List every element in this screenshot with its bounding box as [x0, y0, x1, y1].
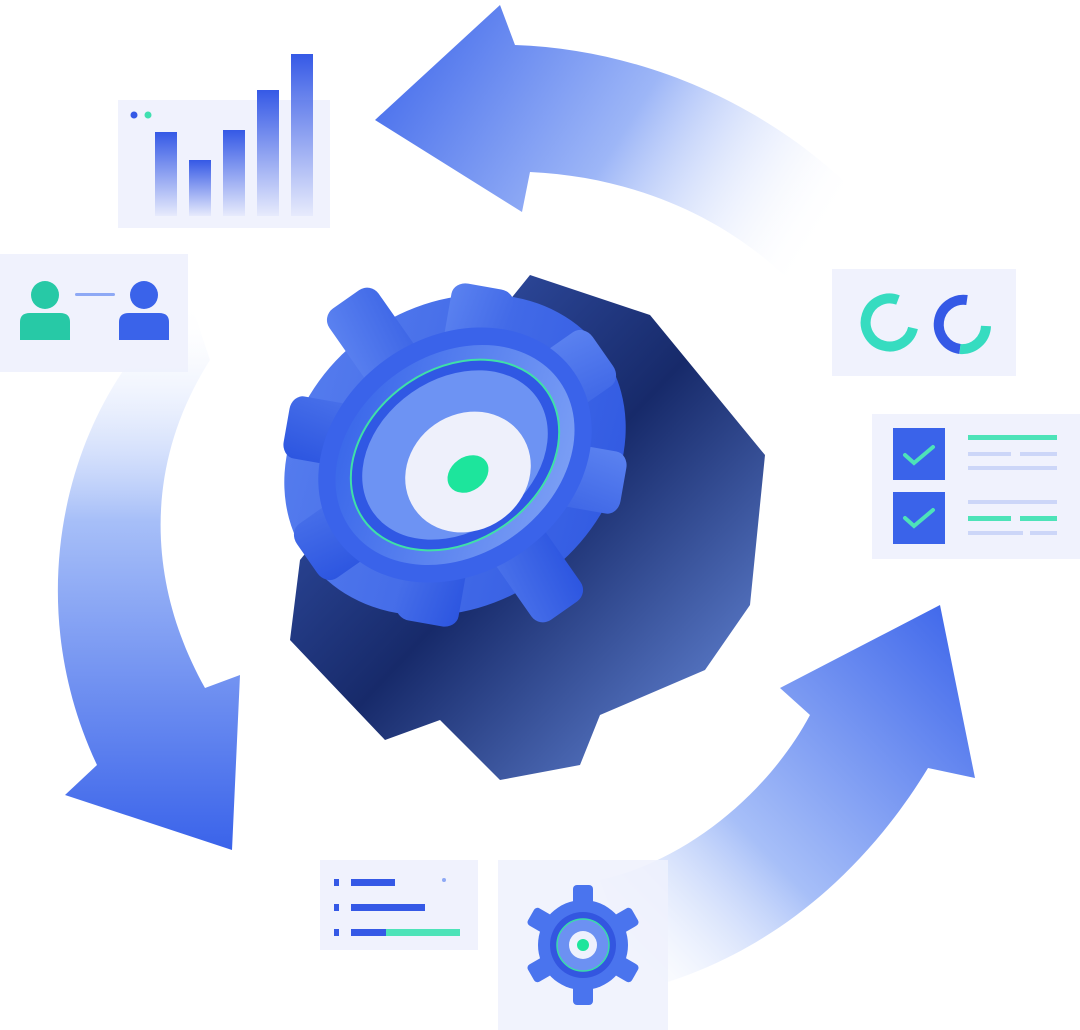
small-gear-card: [498, 860, 668, 1030]
list-progress-card: [320, 860, 478, 950]
checklist-card: [872, 414, 1080, 559]
cycle-arrow-left: [57, 300, 240, 850]
cycle-arrow-top: [375, 5, 890, 330]
donut-progress-card: [832, 269, 1016, 376]
gear-icon: [527, 885, 639, 1005]
cycle-arrow-right: [600, 605, 975, 990]
bar-chart-card: [118, 54, 330, 228]
central-gear-icon: [283, 275, 765, 780]
users-card: [0, 254, 188, 372]
